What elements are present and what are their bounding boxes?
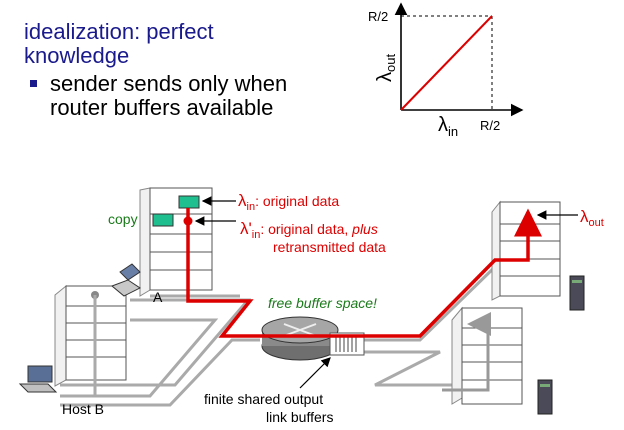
server-bottom-stack [442, 306, 523, 405]
host-b-label: Host B [62, 401, 104, 417]
server-tower-top-icon [569, 275, 585, 311]
host-a-label: A [153, 289, 163, 305]
packet-original [178, 195, 200, 209]
bullet-square-icon [30, 80, 37, 87]
retransmitted-label: retransmitted data [273, 239, 386, 255]
graph-line [400, 15, 493, 111]
throughput-graph: R/2 R/2 λout λin [368, 2, 524, 139]
finite-shared-label: finite shared output [204, 391, 323, 407]
laptop-a-icon [111, 263, 141, 297]
red-dot [183, 216, 193, 226]
link-router-server1 [345, 260, 502, 342]
router-arrows-icon [283, 323, 317, 337]
graph-y-label: λout [374, 54, 398, 82]
link-router-server2 [345, 350, 490, 387]
lambda-in-label: λin: original data [238, 191, 339, 213]
graph-y-tick: R/2 [368, 9, 388, 24]
lambda-in-prime-label: λ'in: original data, plus [240, 219, 378, 241]
host-b-stack [54, 284, 127, 395]
link-b-router [60, 338, 260, 407]
packet-copy [152, 213, 174, 227]
server-tower-bottom-icon [537, 379, 553, 415]
link-host-b [60, 318, 219, 398]
host-a-stack [139, 187, 213, 297]
router [261, 316, 365, 361]
free-buffer-label: free buffer space! [268, 295, 377, 311]
graph-x-tick: R/2 [480, 118, 500, 133]
link-buffers-label: link buffers [266, 409, 333, 425]
bullet-text: sender sends only when router buffers av… [50, 71, 288, 120]
red-data-path [186, 208, 542, 338]
headline: idealization: perfect knowledge [24, 19, 214, 68]
graph-x-label: λin [438, 114, 458, 139]
laptop-b-icon [18, 365, 58, 393]
server-top-stack [491, 200, 561, 301]
copy-label: copy [108, 211, 138, 227]
lambda-out-label: λout [580, 207, 604, 229]
